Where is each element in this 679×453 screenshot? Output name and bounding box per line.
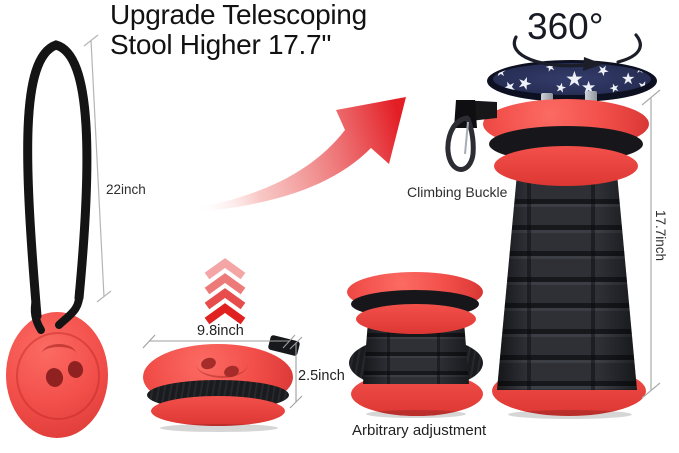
measure-line-22inch [83, 34, 112, 303]
carabiner-gate [464, 121, 469, 155]
page-title: Upgrade Telescoping Stool Higher 17.7'' [110, 0, 367, 60]
collapsed-stool-tab [267, 334, 301, 357]
star-icon: ★ [553, 78, 569, 95]
tall-stool-shadow [508, 410, 632, 419]
folded-height-label: 2.5inch [298, 368, 345, 384]
star-icon: ★ [495, 64, 507, 79]
star-icon: ★ [621, 71, 636, 88]
star-icon: ★ [634, 76, 651, 95]
strap-length-label: 22inch [106, 182, 146, 197]
climbing-buckle-label: Climbing Buckle [407, 184, 508, 200]
tall-stool-body [497, 178, 637, 390]
mid-stool-shadow [366, 410, 466, 418]
title-line-2: Stool Higher 17.7'' [110, 29, 332, 60]
star-icon: ★ [593, 63, 613, 81]
rotation-label: 360° [527, 6, 604, 47]
chevron-up-icons [204, 258, 246, 325]
star-icon: ★ [565, 68, 584, 91]
title-line-1: Upgrade Telescoping [110, 0, 367, 30]
collapsed-stool-shadow [160, 424, 278, 432]
star-pattern-seat: ★ ★ ★ ★ ★ ★ ★ ★ ★ ★ ★ ★ [493, 63, 651, 95]
star-icon: ★ [607, 79, 622, 95]
mid-stool-lip [356, 304, 476, 334]
adjustment-label: Arbitrary adjustment [352, 422, 487, 439]
star-icon: ★ [635, 64, 645, 76]
extended-height-label: 17.7inch [653, 210, 668, 262]
carry-strap [23, 40, 92, 321]
buckle-tab [454, 100, 477, 128]
folded-stool-brow [42, 344, 76, 363]
tall-stool-lip [494, 146, 638, 186]
collapsed-stool-base [151, 396, 285, 426]
collapsed-stool-swirl [196, 350, 248, 378]
seat-diameter-label: 9.8inch [197, 323, 244, 339]
star-icon: ★ [543, 63, 558, 76]
carabiner-icon [445, 115, 476, 172]
upgrade-arrow-icon [186, 97, 406, 213]
